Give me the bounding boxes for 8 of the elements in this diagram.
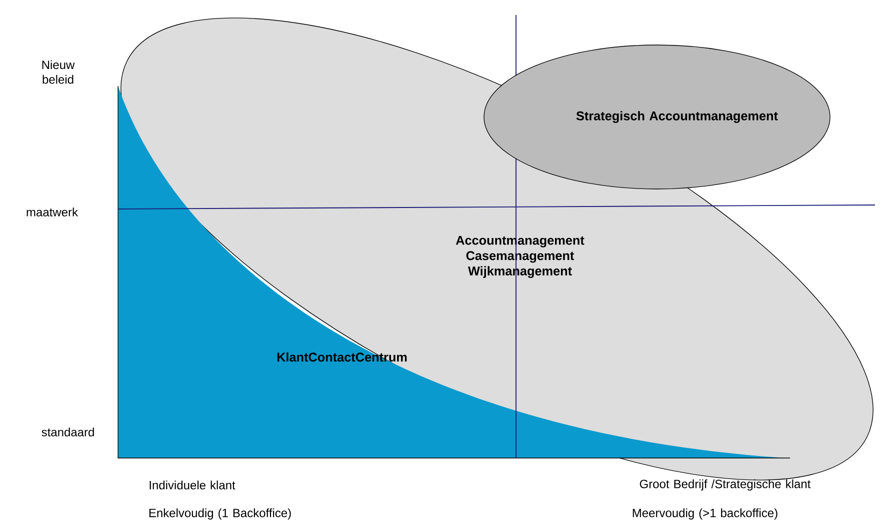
ellipse-region: Strategisch Accountmanagement xyxy=(484,44,830,190)
axis-label: Nieuw beleid xyxy=(42,60,75,84)
axis-label: Enkelvoudig (1 Backoffice) xyxy=(149,508,291,520)
axis-label: Individuele klant xyxy=(150,480,236,490)
axis-label: maatwerk xyxy=(26,208,78,216)
axis-label: Meervoudig (>1 backoffice) xyxy=(632,508,778,520)
axis-label: standaard xyxy=(42,428,94,436)
axis-label: Groot Bedrijf /Strategische klant xyxy=(640,479,811,491)
